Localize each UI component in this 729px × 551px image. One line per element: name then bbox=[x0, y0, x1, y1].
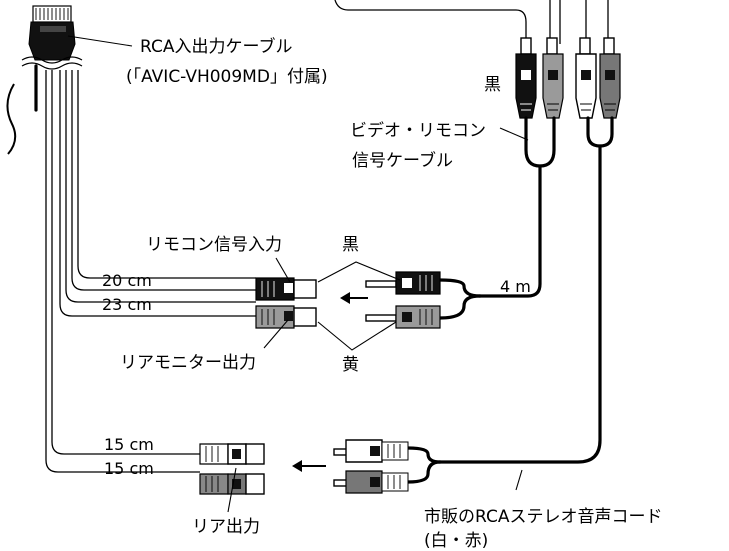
leader-rear-monitor bbox=[263, 319, 289, 349]
bottom-left-jacks bbox=[199, 443, 265, 495]
leader-remote-input bbox=[275, 257, 291, 283]
color-callout-lines bbox=[317, 261, 401, 351]
video-remote-cable bbox=[438, 116, 614, 464]
cable-bundle bbox=[34, 64, 256, 473]
main-connector bbox=[28, 5, 76, 61]
label-stereo-cord-line1: 市販のRCAステレオ音声コード bbox=[424, 507, 662, 527]
video-remote-plugs bbox=[334, 0, 621, 119]
label-black-top: 黒 bbox=[484, 75, 501, 95]
length-23cm: 23 cm bbox=[102, 295, 152, 314]
length-20cm: 20 cm bbox=[102, 271, 152, 290]
label-remote-input: リモコン信号入力 bbox=[146, 235, 282, 255]
leader-rear-out bbox=[227, 467, 237, 513]
leader-video-remote bbox=[499, 127, 529, 141]
label-rca-cable-line2: (「AVIC-VH009MD」付属) bbox=[126, 67, 328, 87]
label-rear-out: リア出力 bbox=[192, 517, 260, 537]
length-15cm-a: 15 cm bbox=[104, 435, 154, 454]
length-15cm-b: 15 cm bbox=[104, 459, 154, 478]
leader-rca-cable bbox=[67, 35, 133, 47]
bottom-right-plugs bbox=[333, 439, 442, 494]
arrow-bottom bbox=[292, 460, 326, 472]
label-rear-monitor-out: リアモニター出力 bbox=[120, 353, 256, 373]
label-rca-cable-line1: RCA入出力ケーブル bbox=[140, 36, 292, 57]
label-yellow: 黄 bbox=[342, 355, 359, 375]
cable-break bbox=[6, 56, 83, 155]
label-stereo-cord-line2: (白・赤) bbox=[424, 531, 488, 551]
label-video-remote-line2: 信号ケーブル bbox=[352, 150, 453, 171]
length-4m: 4 m bbox=[500, 277, 531, 296]
label-black-mid: 黒 bbox=[342, 235, 359, 255]
middle-right-plugs bbox=[365, 271, 482, 329]
leader-stereo-cord bbox=[515, 469, 523, 491]
middle-left-jacks bbox=[255, 277, 317, 329]
label-video-remote-line1: ビデオ・リモコン bbox=[350, 120, 486, 141]
arrow-middle bbox=[340, 292, 368, 304]
